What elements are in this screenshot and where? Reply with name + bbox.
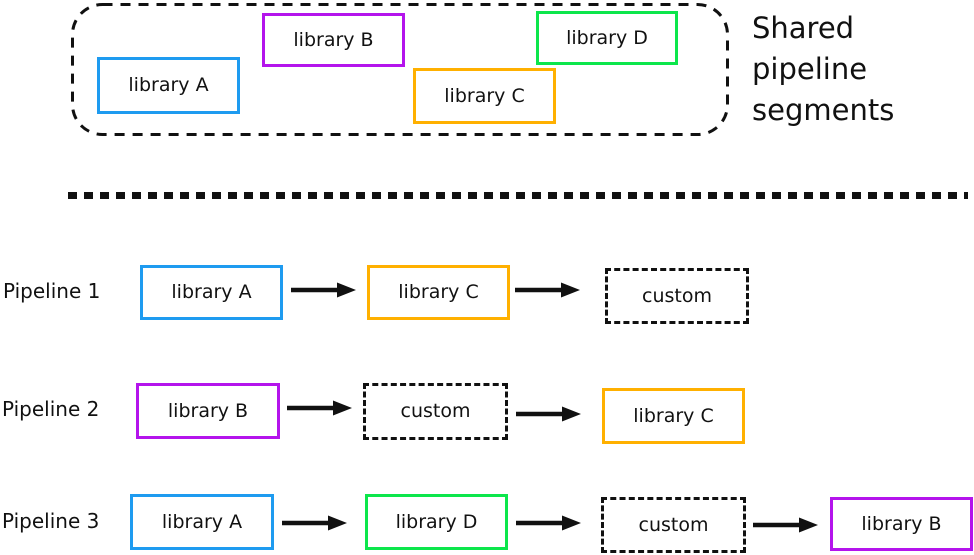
shared-box-library-b: library B	[262, 13, 405, 67]
shared-segments-caption: Shared pipeline segments	[752, 8, 894, 131]
arrow-icon	[753, 517, 818, 533]
arrow-icon	[287, 400, 352, 416]
arrow-icon	[516, 406, 581, 422]
pipeline-node: library D	[365, 494, 508, 550]
arrow-icon	[291, 282, 356, 298]
pipeline-3-label: Pipeline 3	[2, 509, 100, 533]
pipeline-node: library C	[367, 265, 510, 320]
pipeline-node: library A	[140, 265, 283, 320]
shared-box-library-d: library D	[536, 11, 678, 65]
pipeline-node: library C	[602, 388, 745, 444]
section-divider	[68, 192, 968, 199]
pipeline-node: library B	[136, 383, 280, 439]
arrow-icon	[282, 515, 347, 531]
shared-segments-cluster-border	[71, 3, 729, 136]
pipeline-node: custom	[601, 497, 746, 553]
pipeline-node: library B	[830, 497, 973, 551]
pipeline-node: library A	[130, 494, 274, 550]
pipeline-2-label: Pipeline 2	[2, 397, 100, 421]
arrow-icon	[516, 515, 581, 531]
shared-box-library-c: library C	[413, 68, 556, 124]
caption-line: segments	[752, 93, 895, 127]
caption-line: pipeline	[752, 52, 868, 86]
arrow-icon	[515, 282, 580, 298]
shared-box-library-a: library A	[97, 57, 240, 114]
pipeline-node: custom	[605, 268, 749, 324]
pipeline-node: custom	[363, 383, 508, 440]
pipeline-1-label: Pipeline 1	[3, 279, 101, 303]
caption-line: Shared	[752, 11, 855, 45]
